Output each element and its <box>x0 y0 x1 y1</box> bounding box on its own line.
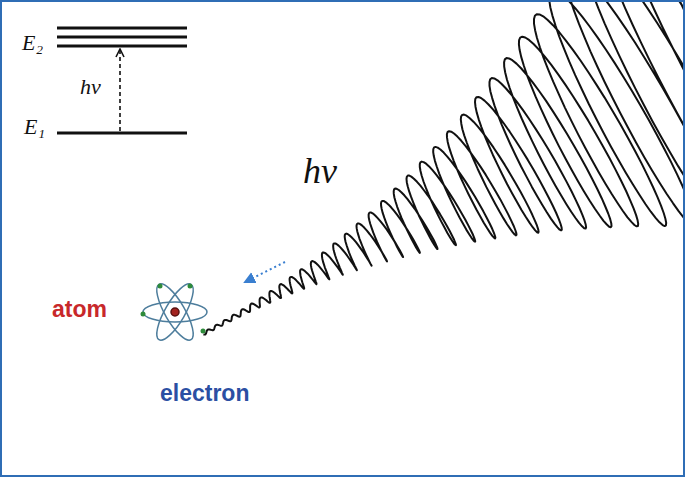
photon-wave <box>203 0 685 335</box>
level-label: E₁ <box>24 114 45 140</box>
atom-symbol <box>141 279 208 344</box>
wave-line <box>203 0 685 335</box>
excitation-arrow <box>119 50 121 131</box>
energy-levels <box>57 28 187 133</box>
photon-label: hν <box>80 74 101 100</box>
direction-arrow <box>245 262 285 282</box>
atom-label: atom <box>52 296 107 323</box>
photon-label: hν <box>303 150 337 192</box>
electron-label: electron <box>160 380 249 407</box>
level-label: E₂ <box>22 30 43 56</box>
